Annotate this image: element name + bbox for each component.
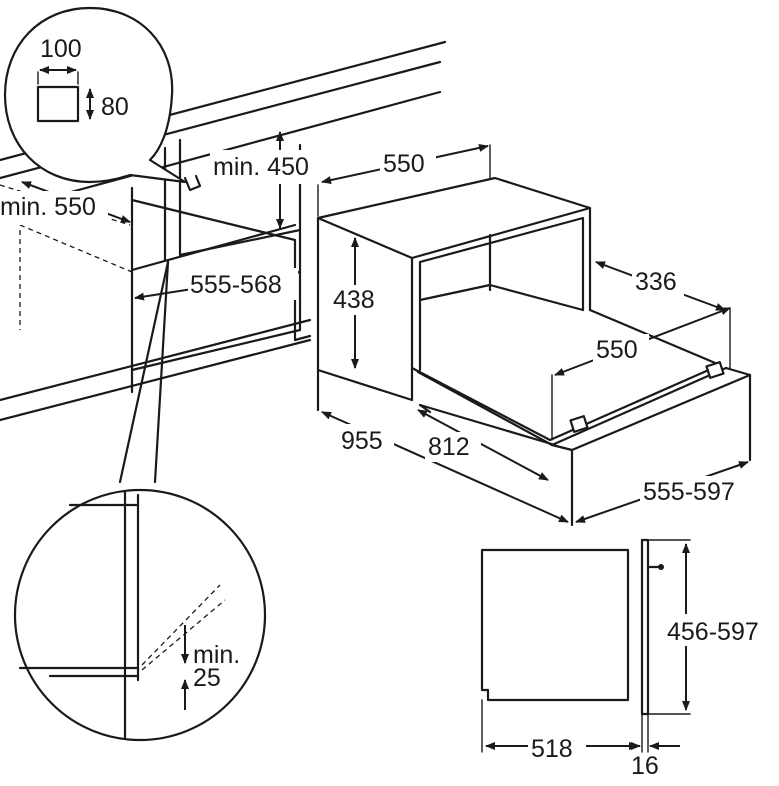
label-oven-555-597: 555-597 xyxy=(643,478,735,506)
label-oven-550: 550 xyxy=(383,150,425,178)
label-side-16: 16 xyxy=(631,752,659,780)
label-min-550: min. 550 xyxy=(0,193,96,221)
label-detail-100: 100 xyxy=(40,35,82,63)
cabinet-dimensions: min. 450 min. 550 555-568 xyxy=(0,131,328,301)
label-min-450: min. 450 xyxy=(213,153,309,181)
side-view: 456-597 518 16 xyxy=(480,538,776,780)
label-min-25-a: min. xyxy=(193,641,240,669)
detail-bottom-callout: min. 25 xyxy=(13,260,267,742)
oven-dimensions: 550 438 336 550 955 812 555-597 xyxy=(317,143,750,523)
label-oven-955: 955 xyxy=(341,427,383,455)
label-oven-inner-550: 550 xyxy=(596,336,638,364)
label-oven-336: 336 xyxy=(635,268,677,296)
label-oven-438: 438 xyxy=(333,286,375,314)
detail-top-callout: 100 80 xyxy=(3,6,187,184)
label-min-25-b: 25 xyxy=(193,664,221,692)
label-side-456-597: 456-597 xyxy=(667,618,759,646)
label-niche-555-568: 555-568 xyxy=(190,271,282,299)
label-detail-80: 80 xyxy=(101,93,129,121)
label-oven-812: 812 xyxy=(428,433,470,461)
label-side-518: 518 xyxy=(531,735,573,763)
